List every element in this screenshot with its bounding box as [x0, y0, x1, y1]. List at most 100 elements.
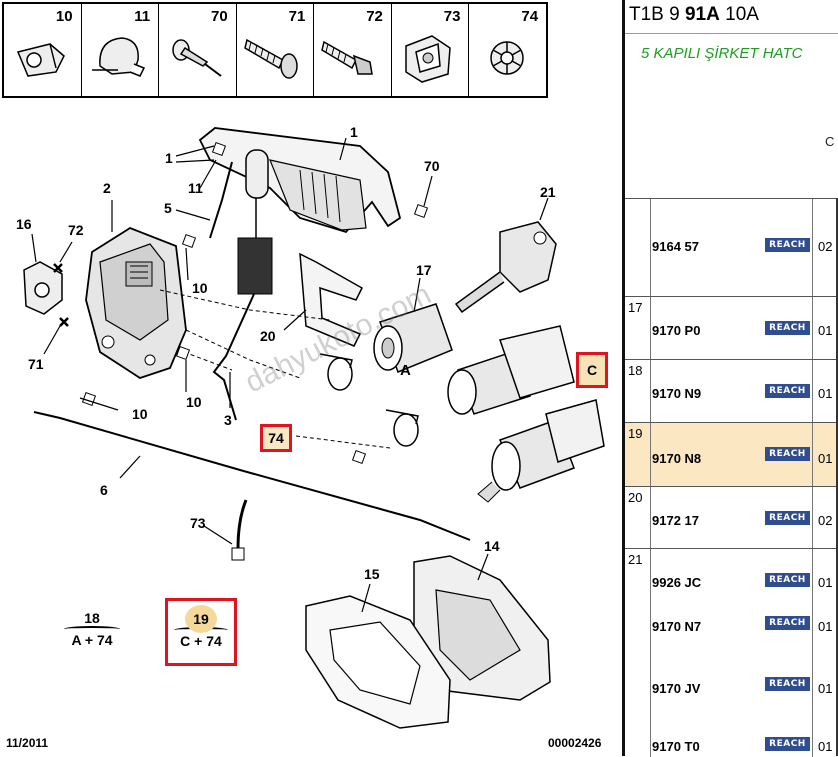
callout-5: 5	[164, 200, 172, 216]
interior-bezel-15[interactable]	[305, 595, 451, 729]
part-qty: 02	[818, 239, 833, 254]
spring-clip-icon	[405, 35, 451, 83]
interior-handle-14[interactable]	[413, 555, 551, 701]
reach-badge: REACH	[765, 573, 810, 587]
parts-panel: T1B 9 91A 10A 5 KAPILI ŞİRKET HATC C 916…	[625, 0, 838, 757]
part-qty: 01	[818, 619, 833, 634]
legend-cell-74[interactable]: 74	[469, 3, 546, 96]
legend-cell-70[interactable]: 70	[159, 4, 237, 96]
kit-19-formula: C + 74	[180, 633, 222, 649]
part-code[interactable]: 9170 T0	[652, 739, 700, 754]
qty-separator	[812, 360, 813, 423]
table-row-highlighted[interactable]: 19 9170 N8 REACH 01	[625, 422, 838, 487]
callout-10c: 10	[132, 406, 148, 422]
lock-cylinder-18[interactable]	[447, 325, 575, 415]
legend-number: 73	[443, 8, 461, 25]
legend-number: 71	[288, 8, 306, 25]
legend-cell-73[interactable]: 73	[392, 4, 470, 96]
callout-72: 72	[68, 222, 84, 238]
part-qty: 01	[818, 739, 833, 754]
reach-badge: REACH	[765, 238, 810, 252]
rod-3[interactable]	[212, 293, 255, 421]
callout-73: 73	[190, 515, 206, 531]
table-row[interactable]: 21 9926 JC REACH 01 9170 N7 REACH 01 917…	[625, 548, 838, 757]
callout-10a: 10	[192, 280, 208, 296]
part-code[interactable]: 9170 P0	[652, 323, 701, 338]
callout-2: 2	[103, 180, 111, 196]
rivet-icon	[172, 39, 222, 77]
legend-cell-11[interactable]: 11	[82, 4, 160, 96]
part-code[interactable]: 9170 JV	[652, 681, 701, 696]
callout-1b: 1	[165, 150, 173, 166]
callout-15: 15	[364, 566, 380, 582]
part-qty: 01	[818, 681, 833, 696]
row-index: 18	[625, 360, 651, 423]
qty-separator	[812, 423, 813, 487]
lock-cylinder-17[interactable]	[373, 303, 453, 373]
callout-20: 20	[260, 328, 276, 344]
diagram-date: 11/2011	[6, 736, 49, 750]
legend-cell-71[interactable]: 71	[237, 4, 315, 96]
qty-separator	[812, 487, 813, 549]
callout-box-c[interactable]: C	[576, 352, 608, 388]
callout-14: 14	[484, 538, 500, 554]
qty-separator	[812, 297, 813, 360]
kit-19-number: 19	[185, 605, 218, 633]
column-header-c: C	[825, 134, 835, 149]
table-row[interactable]: 17 9170 P0 REACH 01	[625, 296, 838, 360]
kit-18[interactable]: 18 A + 74	[60, 610, 124, 648]
part-qty: 01	[818, 386, 833, 401]
screw-icon	[243, 38, 298, 79]
table-row[interactable]: 18 9170 N9 REACH 01	[625, 359, 838, 423]
qty-separator	[812, 199, 813, 297]
callout-70: 70	[424, 158, 440, 174]
legend-number: 11	[134, 8, 151, 25]
reach-badge: REACH	[765, 616, 810, 630]
legend-number: 10	[55, 8, 73, 25]
qty-separator	[812, 549, 813, 757]
table-right-border	[836, 198, 838, 756]
callout-16: 16	[16, 216, 32, 232]
callout-71: 71	[28, 356, 44, 372]
table-row[interactable]: 9164 57 REACH 02	[625, 198, 838, 297]
model-subtitle: 5 KAPILI ŞİRKET HATC	[641, 45, 803, 62]
kit-18-formula: A + 74	[71, 632, 113, 648]
panel-divider	[622, 0, 625, 756]
lock-actuator[interactable]	[85, 226, 187, 379]
callout-17: 17	[416, 262, 432, 278]
legend-cell-10[interactable]: 10	[4, 4, 82, 96]
row-index: 17	[625, 297, 651, 360]
cap-clip-icon	[91, 37, 145, 77]
part-code[interactable]: 9170 N9	[652, 386, 702, 401]
lock-cylinder-19[interactable]	[477, 399, 605, 503]
row-index: 21	[625, 549, 651, 757]
rod-6[interactable]	[33, 411, 471, 541]
part-qty: 01	[818, 323, 833, 338]
part-code[interactable]: 9164 57	[652, 239, 699, 254]
fastener-legend-strip: 10 11 70 71	[2, 2, 548, 98]
legend-number: 70	[211, 8, 228, 25]
legend-cell-72[interactable]: 72	[314, 4, 392, 96]
callout-10b: 10	[186, 394, 202, 410]
part-code[interactable]: 9170 N8	[652, 451, 702, 466]
callout-box-74[interactable]: 74	[260, 424, 292, 452]
part-code[interactable]: 9926 JC	[652, 575, 702, 590]
table-row[interactable]: 20 9172 17 REACH 02	[625, 486, 838, 549]
key-21[interactable]	[454, 221, 557, 314]
bracket-20[interactable]	[299, 252, 363, 347]
row-index	[625, 199, 651, 297]
diagram-code: 00002426	[548, 736, 602, 750]
row-index: 19	[625, 423, 651, 487]
reach-badge: REACH	[765, 384, 810, 398]
rod-5[interactable]	[209, 161, 233, 239]
part-code[interactable]: 9170 N7	[652, 619, 702, 634]
kit-19-highlighted[interactable]: 19 C + 74	[165, 598, 237, 666]
part-code[interactable]: 9172 17	[652, 513, 699, 528]
reach-badge: REACH	[765, 321, 810, 335]
door-lock-exploded-drawing	[23, 127, 605, 729]
callout-6: 6	[100, 482, 108, 498]
reach-badge: REACH	[765, 447, 810, 461]
part-qty: 02	[818, 513, 833, 528]
callout-21: 21	[540, 184, 556, 200]
kit-18-number: 18	[84, 610, 100, 626]
